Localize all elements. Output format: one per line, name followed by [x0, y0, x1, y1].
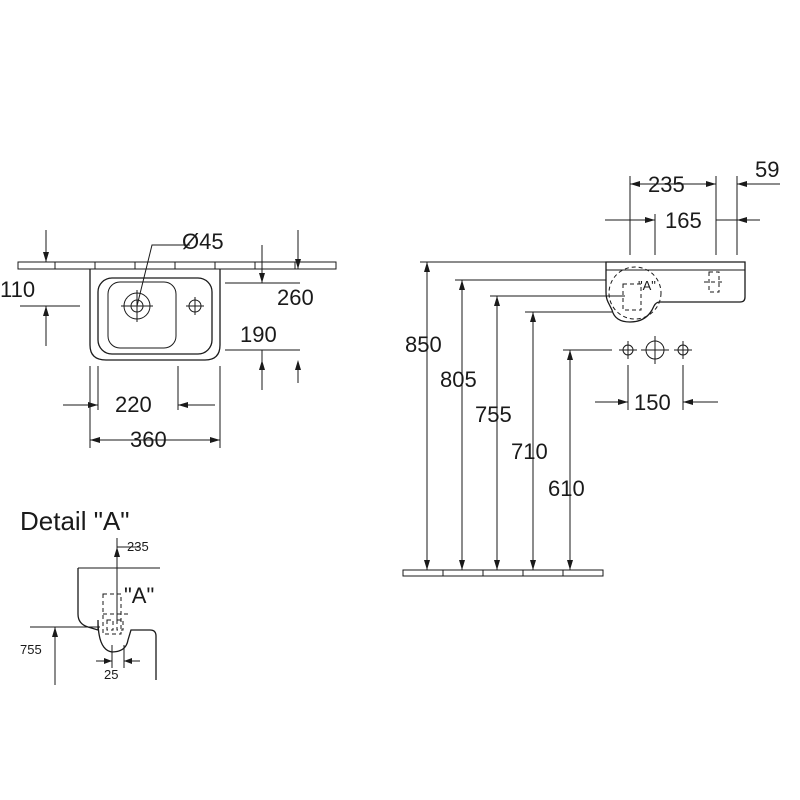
side-basin — [605, 261, 746, 323]
detail-marker: "A" — [124, 583, 154, 608]
dim-190: 190 — [225, 322, 301, 390]
detail-dim-235-label: 235 — [127, 539, 149, 554]
detail-dim-25-label: 25 — [104, 667, 118, 682]
dim-190-label: 190 — [240, 322, 277, 347]
dim-805: 805 — [440, 280, 477, 570]
overflow-hole — [186, 297, 204, 315]
dim-235-label: 235 — [648, 172, 685, 197]
dim-755-label: 755 — [475, 402, 512, 427]
detail-title: Detail "A" — [20, 506, 130, 536]
dim-150-label: 150 — [634, 390, 671, 415]
dim-360-label: 360 — [130, 427, 167, 452]
dim-220-label: 220 — [115, 392, 152, 417]
dim-110: 110 — [0, 230, 80, 346]
detail-dim-755-label: 755 — [20, 642, 42, 657]
top-view: Ø45 110 260 190 — [0, 229, 337, 452]
dim-360: 360 — [89, 366, 221, 452]
dim-755: 755 — [475, 296, 512, 570]
dim-220: 220 — [63, 366, 215, 417]
overflow-dashed — [704, 271, 724, 293]
dim-610-label: 610 — [548, 476, 585, 501]
inner-bowl — [97, 277, 213, 355]
floor-strip — [402, 569, 604, 577]
dia-hole-label: Ø45 — [182, 229, 224, 254]
detail-circle — [608, 266, 662, 320]
drain-rect — [107, 281, 177, 349]
detail-a: Detail "A" 235 "A" 755 25 — [20, 506, 160, 685]
dim-150: 150 — [595, 365, 718, 415]
dim-165-label: 165 — [665, 208, 702, 233]
dim-850: 850 — [405, 262, 442, 570]
dim-59-label: 59 — [755, 157, 779, 182]
dim-805-label: 805 — [440, 367, 477, 392]
side-detail-marker: "A" — [638, 278, 656, 293]
supply-holes — [619, 336, 692, 364]
dim-610: 610 — [548, 350, 585, 570]
dim-165: 165 — [605, 208, 760, 255]
dim-235-top: 235 — [629, 172, 717, 255]
dia-leader — [136, 244, 190, 307]
side-view: 235 59 165 "A" — [402, 157, 780, 577]
dim-260-label: 260 — [277, 285, 314, 310]
dim-59: 59 — [736, 157, 780, 255]
siphon-dashed — [622, 283, 642, 311]
basin-outline — [89, 269, 221, 361]
dim-260: 260 — [225, 230, 314, 310]
dim-710: 710 — [511, 312, 548, 570]
dim-110-label: 110 — [0, 277, 35, 302]
wall-strip — [17, 261, 337, 270]
dim-850-label: 850 — [405, 332, 442, 357]
dim-710-label: 710 — [511, 439, 548, 464]
